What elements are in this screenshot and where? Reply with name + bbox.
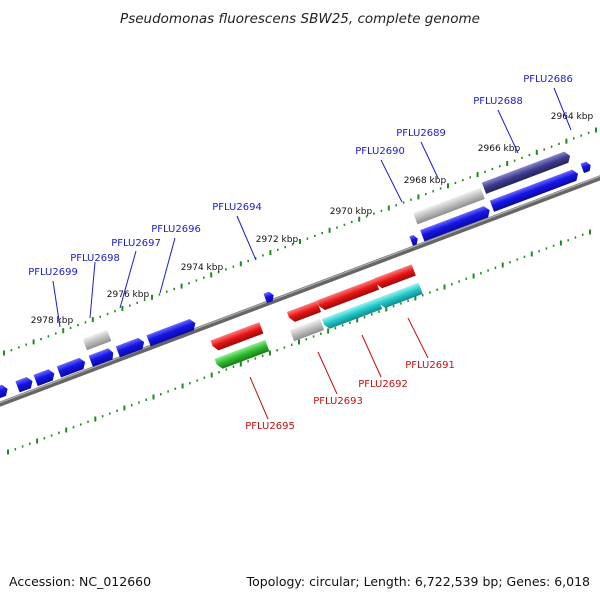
gene-rev-red-a[interactable] [374,264,416,289]
gene-PFLU2699[interactable] [56,356,87,378]
gene-PFLU2693[interactable] [289,318,325,342]
gene-label-PFLU2695[interactable]: PFLU2695 [245,421,295,432]
gene-PFLU2689[interactable] [413,187,485,225]
gene-fwd-2702[interactable] [0,383,10,399]
gene-rev-red-b[interactable] [286,300,322,324]
gene-label-PFLU2696[interactable]: PFLU2696 [151,224,201,235]
accession-text: Accession: NC_012660 [9,574,151,589]
kbp-label-2976: 2976 kbp [107,290,150,300]
leader-PFLU2695 [249,376,269,420]
gene-PFLU2696[interactable] [146,318,197,347]
gene-PFLU2690-arrow[interactable] [420,205,492,242]
gene-PFLU2695[interactable] [214,339,270,370]
leader-PFLU2694 [236,215,257,261]
kbp-label-2972: 2972 kbp [256,235,299,245]
gene-label-PFLU2690[interactable]: PFLU2690 [355,146,405,157]
leader-PFLU2692 [361,334,382,378]
gene-PFLU2688[interactable] [481,150,572,194]
gene-PFLU2698[interactable] [82,329,112,351]
leader-PFLU2696 [159,237,176,294]
gene-PFLU2697[interactable] [115,336,146,358]
gene-label-PFLU2693[interactable]: PFLU2693 [313,396,363,407]
leader-PFLU2690 [380,159,403,203]
gene-label-PFLU2686[interactable]: PFLU2686 [523,74,573,85]
gene-small-fwd-1[interactable] [409,234,419,246]
leader-PFLU2691 [407,317,429,359]
leader-PFLU2688 [497,109,519,154]
leader-PFLU2698 [89,261,96,319]
gene-label-PFLU2699[interactable]: PFLU2699 [28,267,78,278]
leader-PFLU2686 [553,87,572,131]
genome-backbone-highlight [0,175,600,404]
reverse-strand-genes [210,264,423,370]
gene-label-PFLU2691[interactable]: PFLU2691 [405,360,455,371]
gene-PFLU2692-red[interactable] [316,278,380,311]
topology-text: Topology: circular; Length: 6,722,539 bp… [246,574,590,589]
gene-fwd-2698b[interactable] [88,347,116,367]
gene-label-PFLU2697[interactable]: PFLU2697 [111,238,161,249]
kbp-label-2974: 2974 kbp [181,263,224,273]
forward-gene-labels: PFLU2686 PFLU2688 PFLU2689 PFLU2690 PFLU… [28,74,573,278]
kbp-labels: 2964 kbp 2966 kbp 2968 kbp 2970 kbp 2972… [31,112,594,326]
leader-PFLU2699 [52,280,61,328]
leader-PFLU2693 [317,351,338,395]
gene-label-PFLU2688[interactable]: PFLU2688 [473,96,523,107]
gene-label-PFLU2689[interactable]: PFLU2689 [396,128,446,139]
kbp-label-2968: 2968 kbp [404,176,447,186]
kbp-label-2970: 2970 kbp [330,207,373,217]
map-title: Pseudomonas fluorescens SBW25, complete … [120,11,480,27]
gene-PFLU2686[interactable] [580,161,592,174]
gene-fwd-2701[interactable] [15,376,34,393]
gene-rev-cyan[interactable] [321,297,383,330]
kbp-label-2978: 2978 kbp [31,316,74,326]
label-leader-lines [52,87,572,420]
reverse-gene-labels: PFLU2691 PFLU2692 PFLU2693 PFLU2695 [245,360,455,432]
kbp-label-2964: 2964 kbp [551,112,594,122]
gene-PFLU2687[interactable] [489,168,580,212]
genome-backbone [0,175,600,407]
gene-PFLU2691[interactable] [377,282,423,310]
gene-label-PFLU2694[interactable]: PFLU2694 [212,202,262,213]
leader-PFLU2697 [119,250,137,309]
kbp-label-2966: 2966 kbp [478,144,521,154]
gene-label-PFLU2698[interactable]: PFLU2698 [70,253,120,264]
gene-PFLU2694[interactable] [263,291,275,304]
leader-PFLU2689 [420,141,439,179]
gene-label-PFLU2692[interactable]: PFLU2692 [358,379,408,390]
forward-strand-genes [0,150,592,399]
gene-fwd-2700[interactable] [33,368,57,387]
tick-tracks [3,127,597,455]
gene-rev-red-c[interactable] [210,322,264,352]
